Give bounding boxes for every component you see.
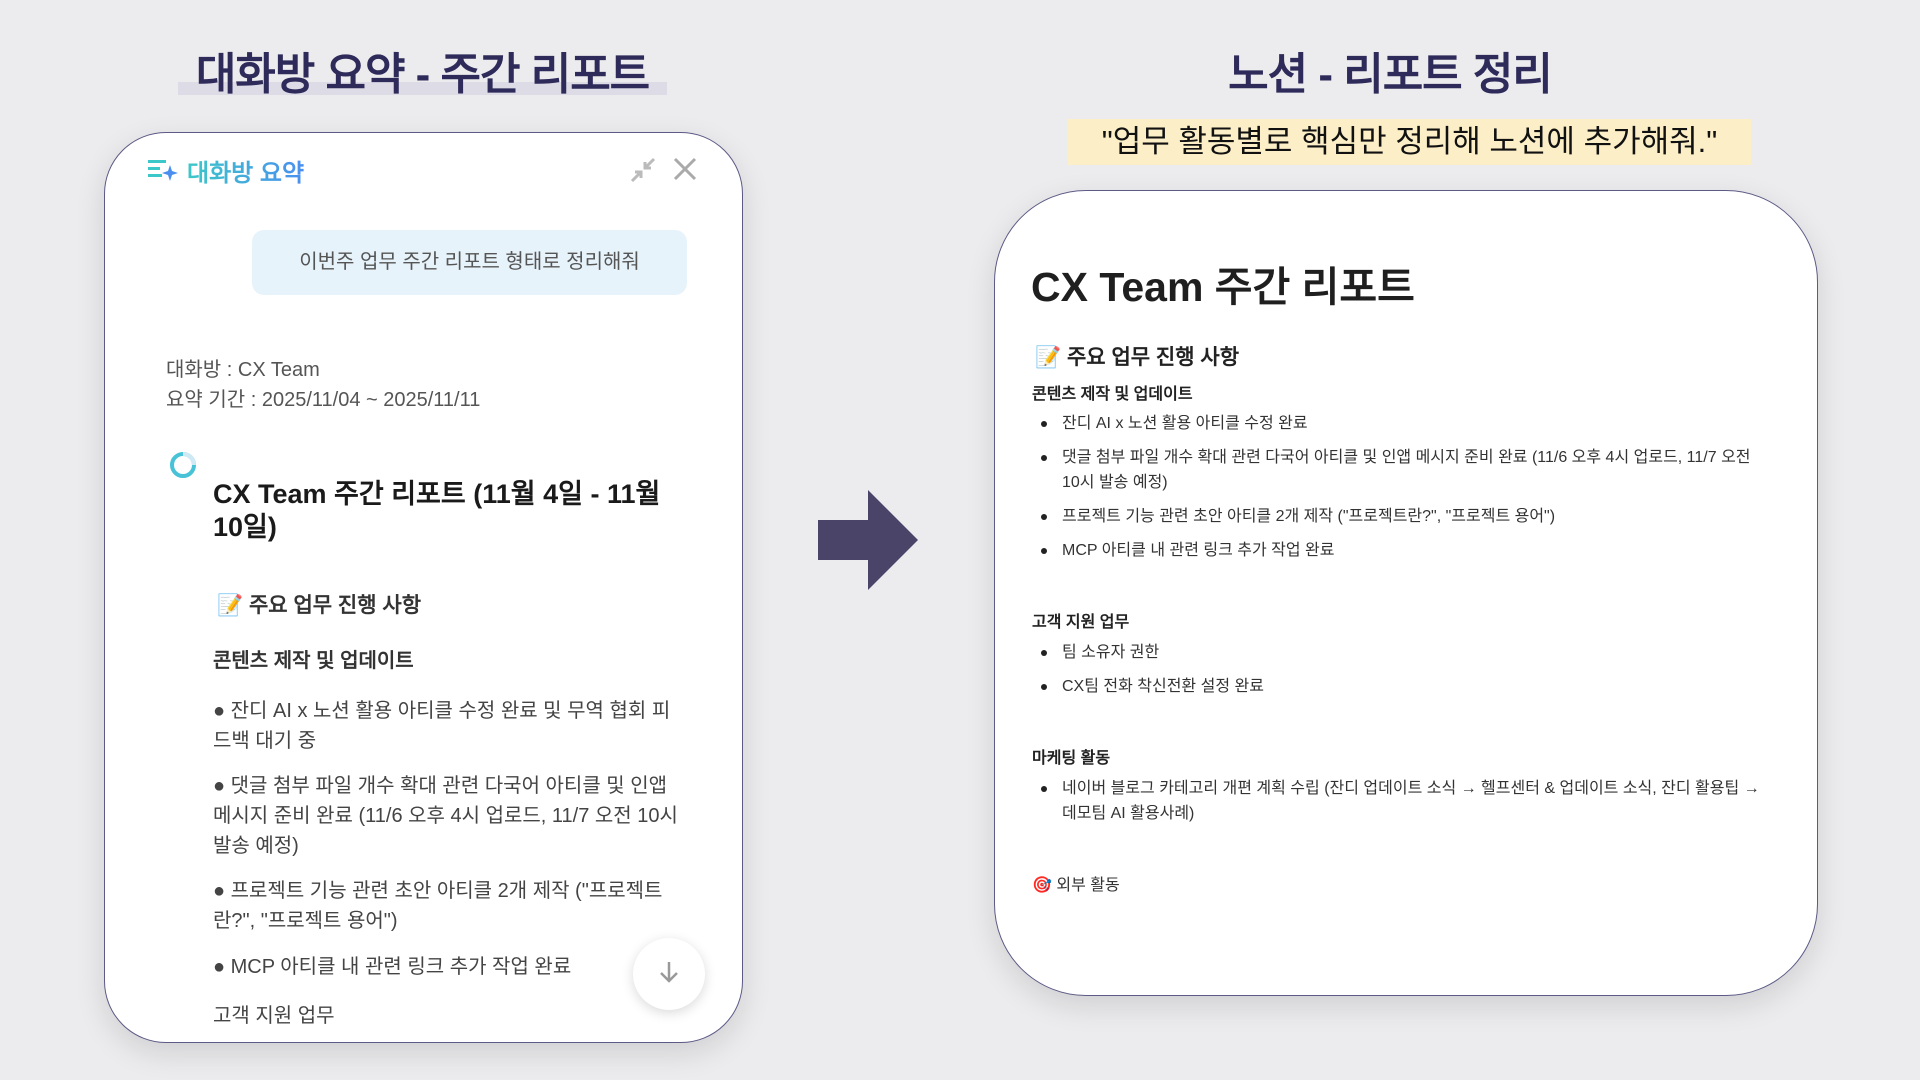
panel-title: 대화방 요약	[187, 153, 304, 188]
scroll-down-button[interactable]	[633, 938, 705, 1010]
prompt-quote: "업무 활동별로 핵심만 정리해 노션에 추가해줘."	[1068, 119, 1751, 165]
list-item: 팀 소유자 권한	[1032, 640, 1772, 665]
bullet-list: 팀 소유자 권한 CX팀 전화 착신전환 설정 완료	[1032, 640, 1772, 708]
close-icon[interactable]	[673, 157, 697, 186]
group-heading: 콘텐츠 제작 및 업데이트	[1032, 386, 1193, 403]
chat-room-label: 대화방 : CX Team	[166, 359, 320, 381]
heading-highlight	[178, 82, 667, 95]
chat-summary-panel: 대화방 요약 이번주 업무 주간 리포트 형태로 정리해줘 대화방 : CX T…	[104, 132, 743, 1043]
bullet-item: ● 댓글 첨부 파일 개수 확대 관련 다국어 아티클 및 인앱 메시지 준비 …	[213, 775, 678, 857]
external-activity-heading: 🎯 외부 활동	[1032, 877, 1120, 894]
arrow-down-icon	[658, 960, 680, 989]
list-item: 댓글 첨부 파일 개수 확대 관련 다국어 아티클 및 인앱 메시지 준비 완료…	[1032, 445, 1772, 495]
right-arrow-icon	[818, 490, 918, 595]
user-message-bubble: 이번주 업무 주간 리포트 형태로 정리해줘	[252, 230, 687, 295]
section-heading: 📝 주요 업무 진행 사항	[1035, 346, 1240, 369]
list-item: 잔디 AI x 노션 활용 아티클 수정 완료	[1032, 411, 1772, 436]
bullet-list: 잔디 AI x 노션 활용 아티클 수정 완료 댓글 첨부 파일 개수 확대 관…	[1032, 411, 1772, 572]
left-heading: 대화방 요약 - 주간 리포트	[195, 50, 650, 99]
bullet-item: ● 프로젝트 기능 관련 초안 아티클 2개 제작 ("프로젝트란?", "프로…	[213, 880, 663, 932]
group-heading: 마케팅 활동	[1032, 750, 1111, 767]
right-heading: 노션 - 리포트 정리	[1228, 50, 1553, 99]
minimize-icon[interactable]	[630, 157, 656, 188]
subsection-heading: 콘텐츠 제작 및 업데이트	[213, 650, 414, 672]
section-heading: 📝 주요 업무 진행 사항	[217, 594, 422, 617]
bullet-list: 네이버 블로그 카테고리 개편 계획 수립 (잔디 업데이트 소식 → 헬프센터…	[1032, 776, 1772, 835]
loading-spinner-icon	[168, 450, 198, 485]
summary-sparkle-icon	[148, 157, 178, 186]
period-label: 요약 기간 : 2025/11/04 ~ 2025/11/11	[166, 389, 481, 411]
list-item: CX팀 전화 착신전환 설정 완료	[1032, 674, 1772, 699]
bullet-item: ● MCP 아티클 내 관련 링크 추가 작업 완료	[213, 956, 572, 978]
page-title: CX Team 주간 리포트	[1031, 264, 1415, 310]
list-item: MCP 아티클 내 관련 링크 추가 작업 완료	[1032, 538, 1772, 563]
bullet-item: ● 잔디 AI x 노션 활용 아티클 수정 완료 및 무역 협회 피드백 대기…	[213, 700, 671, 752]
list-item: 네이버 블로그 카테고리 개편 계획 수립 (잔디 업데이트 소식 → 헬프센터…	[1032, 776, 1772, 826]
list-item: 프로젝트 기능 관련 초안 아티클 2개 제작 ("프로젝트란?", "프로젝트…	[1032, 504, 1772, 529]
notion-page-panel: CX Team 주간 리포트 📝 주요 업무 진행 사항 콘텐츠 제작 및 업데…	[994, 190, 1818, 996]
report-title: CX Team 주간 리포트 (11월 4일 - 11월 10일)	[213, 479, 661, 542]
group-heading: 고객 지원 업무	[1032, 614, 1130, 631]
subsection-heading: 고객 지원 업무	[213, 1005, 335, 1027]
